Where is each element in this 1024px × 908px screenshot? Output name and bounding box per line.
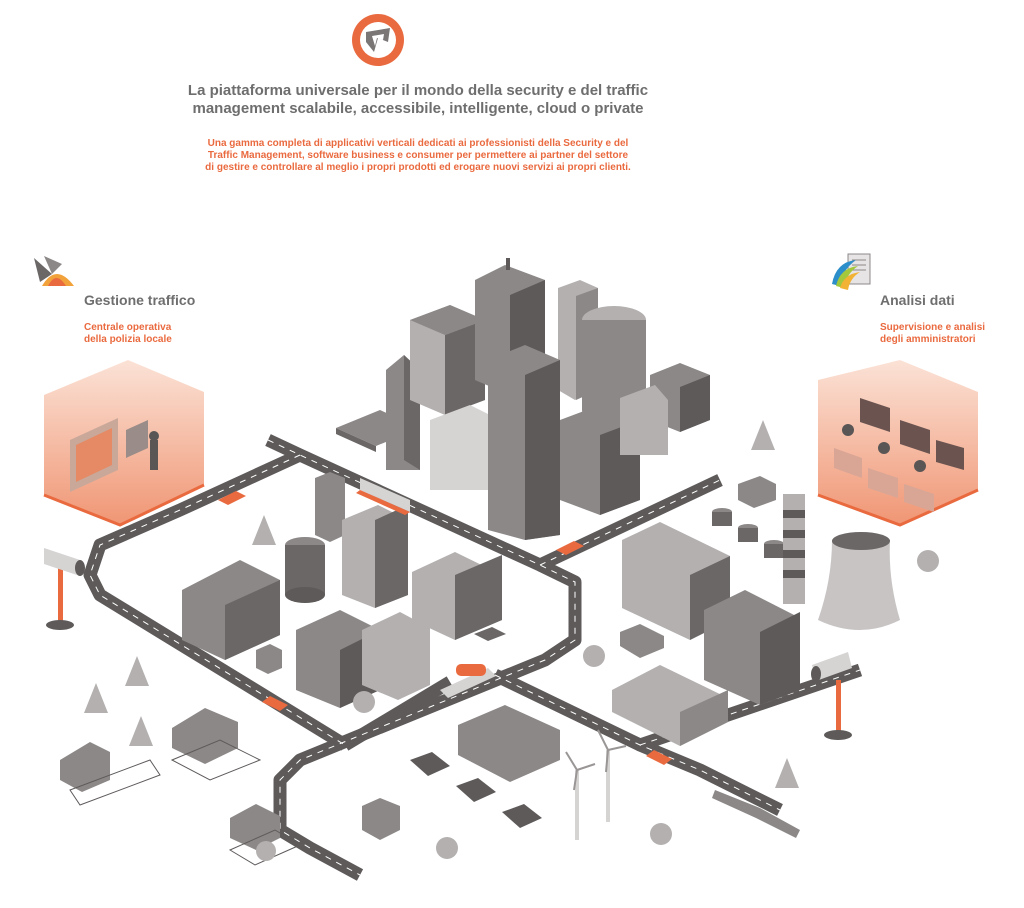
brand-logo — [352, 14, 404, 66]
rural-houses — [60, 708, 302, 866]
description-line-3: di gestire e controllare al meglio i pro… — [205, 162, 631, 173]
traffic-camera-left — [44, 548, 85, 630]
traffic-control-room — [43, 360, 205, 527]
description-line-2: Traffic Management, software business e … — [207, 150, 629, 161]
headline: La piattaforma universale per il mondo d… — [0, 82, 836, 118]
left-panel-title: Gestione traffico — [84, 292, 196, 308]
city-illustration — [43, 258, 979, 881]
description-line-1: Una gamma completa di applicativi vertic… — [207, 138, 629, 149]
left-panel-subtitle: Centrale operativa della polizia locale — [84, 322, 172, 346]
downtown-skyscrapers — [336, 258, 710, 540]
right-panel-title: Analisi dati — [880, 292, 955, 308]
right-panel-subtitle-line-2: degli amministratori — [880, 334, 976, 345]
industrial-zone — [612, 476, 900, 746]
right-panel-subtitle: Supervisione e analisi degli amministrat… — [880, 322, 985, 346]
renewable-energy — [362, 705, 627, 840]
data-analysis-icon — [832, 253, 871, 290]
traffic-management-icon — [34, 256, 74, 286]
left-panel-subtitle-line-2: della polizia locale — [84, 334, 172, 345]
description: Una gamma completa di applicativi vertic… — [0, 138, 836, 174]
headline-line-1: La piattaforma universale per il mondo d… — [187, 82, 649, 99]
trees — [84, 420, 939, 861]
vehicles — [218, 478, 672, 765]
headline-line-2: management scalabile, accessibile, intel… — [192, 100, 644, 117]
city-buildings — [182, 472, 506, 708]
left-panel-subtitle-line-1: Centrale operativa — [84, 322, 172, 333]
data-analysis-room — [817, 360, 979, 527]
traffic-camera-right — [811, 652, 852, 740]
bridge — [712, 790, 800, 838]
right-panel-subtitle-line-1: Supervisione e analisi — [880, 322, 986, 333]
